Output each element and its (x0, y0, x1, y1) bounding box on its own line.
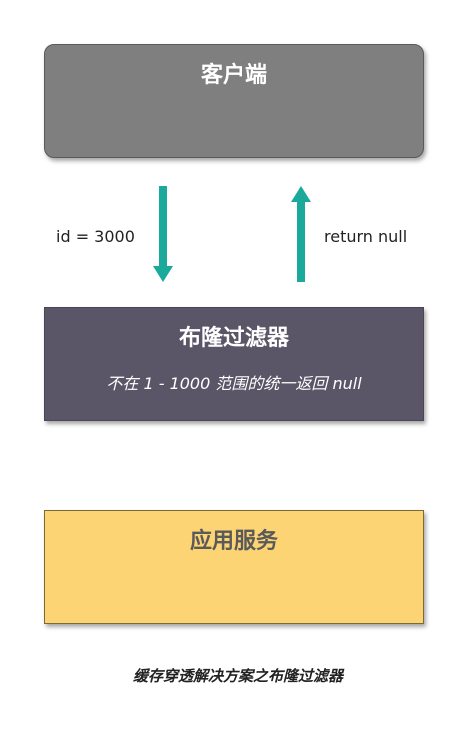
request-arrow (153, 186, 173, 282)
diagram-caption: 缓存穿透解决方案之布隆过滤器 (132, 667, 343, 685)
response-arrow-label: return null (324, 227, 408, 246)
bloom-filter-node: 布隆过滤器 不在 1 - 1000 范围的统一返回 null (44, 307, 424, 421)
request-arrow-label: id = 3000 (56, 227, 135, 246)
bloom-filter-node-label: 布隆过滤器 (178, 326, 289, 351)
response-arrow (291, 186, 311, 282)
client-node-label: 客户端 (200, 63, 267, 88)
app-service-node: 应用服务 (44, 510, 424, 624)
bloom-filter-note: 不在 1 - 1000 范围的统一返回 null (106, 374, 362, 393)
app-service-node-label: 应用服务 (189, 529, 278, 554)
client-node: 客户端 (44, 44, 424, 158)
